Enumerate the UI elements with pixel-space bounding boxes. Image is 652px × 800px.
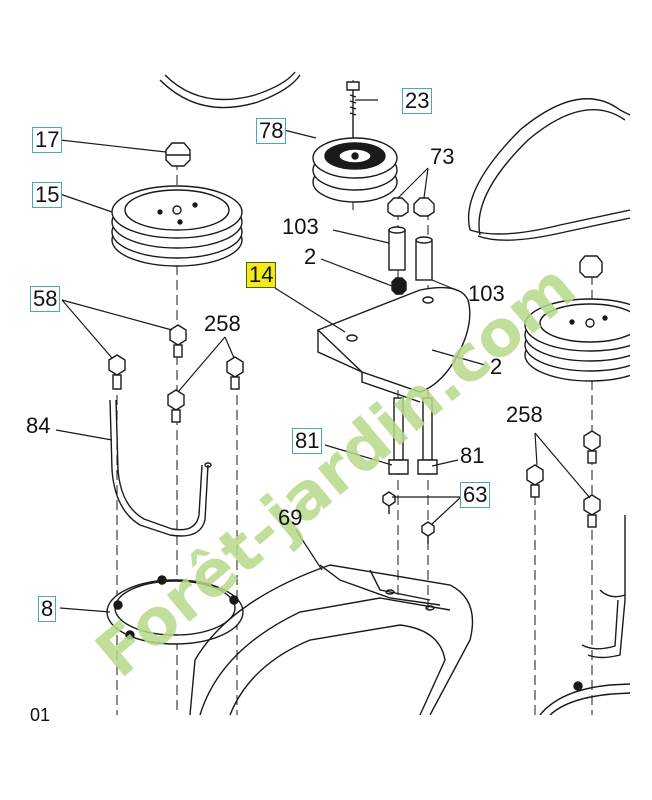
label-81-right: 81 [460, 443, 485, 468]
ring-right [539, 515, 630, 715]
bolts-258-right [526, 430, 601, 528]
watermark-text: Forêt-jardin.com [83, 250, 590, 692]
pulley-right [524, 255, 630, 382]
label-63: 63 [460, 482, 491, 508]
label-81-left: 81 [292, 428, 323, 454]
idler-pulley-78 [312, 137, 398, 203]
label-2-right: 2 [490, 354, 503, 379]
belt-right [467, 98, 630, 241]
label-23: 23 [402, 88, 433, 114]
label-69: 69 [278, 505, 303, 530]
label-103-right: 103 [468, 281, 505, 306]
label-2-top: 2 [304, 244, 317, 269]
bracket-plate-14 [316, 286, 471, 403]
belt-top [159, 71, 301, 109]
ring-8 [106, 575, 244, 645]
label-78: 78 [256, 118, 287, 144]
label-58: 58 [30, 286, 61, 312]
label-258-right: 258 [506, 402, 543, 427]
label-01: 01 [30, 705, 51, 725]
leader-lines [55, 99, 591, 613]
bolts-73 [387, 197, 435, 217]
label-73: 73 [430, 144, 455, 169]
label-84: 84 [26, 413, 51, 438]
spacers-103 [388, 226, 433, 281]
housing-69 [189, 564, 474, 715]
nut-17 [165, 142, 191, 167]
watermark: Forêt-jardin.com [83, 250, 590, 692]
label-14-highlighted: 14 [246, 262, 277, 288]
pulley-15 [111, 185, 243, 267]
bolts-58-258 [108, 324, 244, 423]
label-258-left: 258 [204, 311, 241, 336]
label-15: 15 [32, 182, 63, 208]
label-103-top: 103 [282, 214, 319, 239]
bolts-63 [382, 491, 435, 544]
bolts-81 [388, 397, 438, 475]
label-17: 17 [32, 127, 63, 153]
rod-84 [109, 399, 212, 537]
label-8: 8 [38, 596, 57, 622]
